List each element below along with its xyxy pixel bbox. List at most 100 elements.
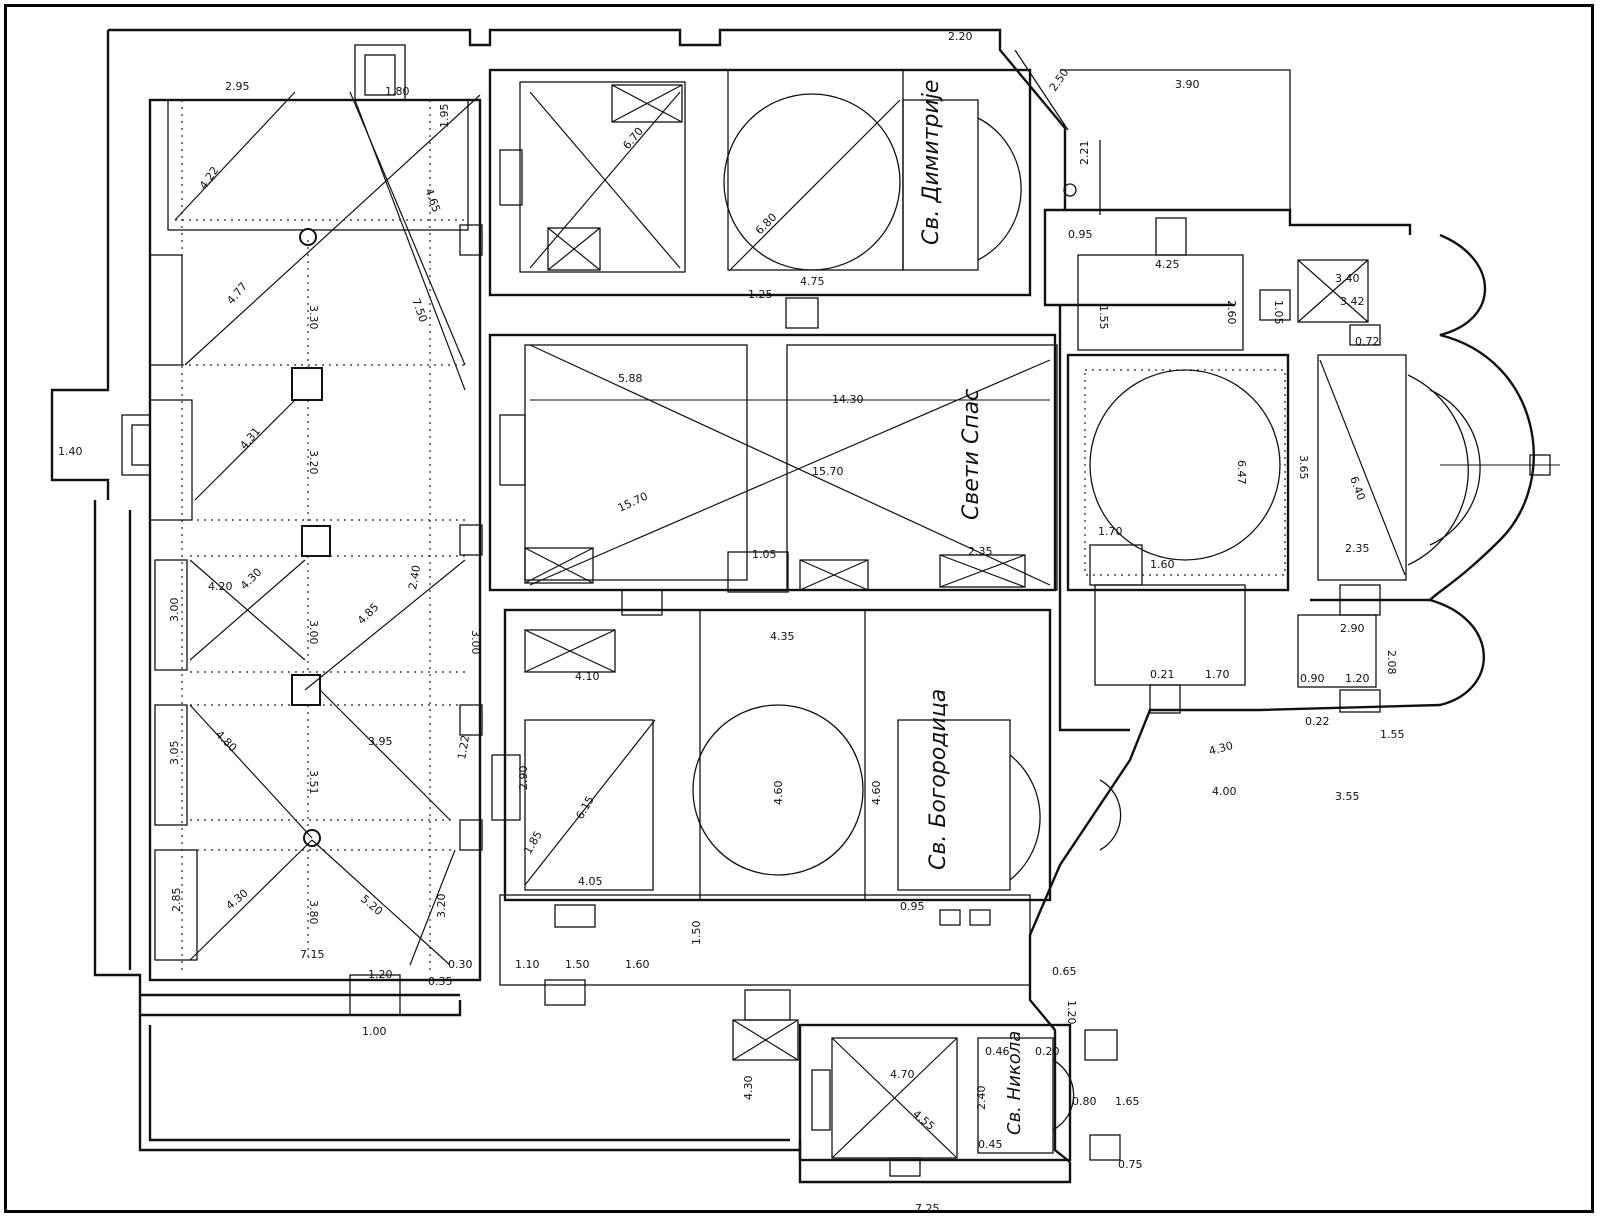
dimension-labels: 2.20 2.50 3.90 2.21 2.95 1.80 1.95 4.22 …: [58, 30, 1405, 1215]
chapel-label-dimitrije: Св. Димитрије: [919, 80, 944, 245]
dim-label: 0.80: [1072, 1095, 1097, 1108]
dim-label: 7.25: [915, 1202, 940, 1215]
dim-label: 3.90: [1175, 78, 1200, 91]
dim-label: 3.00: [469, 630, 482, 655]
dim-label: 1.20: [368, 968, 393, 981]
dim-label: 1.80: [385, 85, 410, 98]
dim-label: 15.70: [812, 465, 844, 478]
dim-label: 7.50: [409, 297, 430, 324]
dim-label: 3.05: [168, 741, 181, 766]
dim-label: 6.70: [620, 125, 646, 152]
dim-label: 3.00: [307, 620, 320, 645]
dim-label: 2.20: [948, 30, 973, 43]
dim-label: 2.95: [225, 80, 250, 93]
dim-label: 2.08: [1385, 650, 1398, 675]
chapel-label-bogorodica: Св. Богородица: [926, 689, 951, 870]
dim-label: 2.35: [1345, 542, 1370, 555]
dim-label: 0.95: [1068, 228, 1093, 241]
dim-label: 0.30: [448, 958, 473, 971]
dim-label: 0.90: [1300, 672, 1325, 685]
dim-label: 4.65: [422, 187, 443, 214]
dim-label: 1.22: [455, 734, 472, 760]
dim-label: 1.25: [748, 288, 773, 301]
dim-label: 1.10: [515, 958, 540, 971]
dim-label: 0.21: [1150, 668, 1175, 681]
dim-label: 6.40: [1347, 475, 1368, 502]
dim-label: 4.30: [742, 1076, 755, 1101]
dim-label: 1.50: [565, 958, 590, 971]
dim-label: 3.00: [168, 598, 181, 623]
dim-label: 1.55: [1380, 728, 1405, 741]
dim-label: 2.40: [975, 1086, 988, 1111]
dim-label: 0.95: [900, 900, 925, 913]
dim-label: 1.20: [1065, 1000, 1078, 1025]
dim-label: 3.20: [307, 450, 320, 475]
dim-label: 1.65: [1115, 1095, 1140, 1108]
dim-label: 4.31: [237, 425, 263, 452]
dim-label: 3.30: [307, 305, 320, 330]
dim-label: 2.60: [1225, 300, 1238, 325]
dim-label: 4.30: [224, 887, 251, 913]
outer-walls: [50, 28, 1535, 1184]
dim-label: 4.60: [772, 781, 785, 806]
dim-label: 2.90: [1340, 622, 1365, 635]
dim-label: 0.46: [985, 1045, 1010, 1058]
dim-label: 1.60: [1150, 558, 1175, 571]
dim-label: 2.85: [170, 888, 183, 913]
dim-label: 15.70: [616, 490, 650, 515]
drawing-frame: [4, 4, 1594, 1213]
dim-label: 4.55: [910, 1107, 937, 1133]
dim-label: 3.95: [368, 735, 393, 748]
dim-label: 1.40: [58, 445, 83, 458]
dim-label: 4.10: [575, 670, 600, 683]
dim-label: 0.22: [1305, 715, 1330, 728]
dim-label: 5.20: [358, 892, 385, 918]
dim-label: 1.00: [362, 1025, 387, 1038]
dim-label: 4.05: [578, 875, 603, 888]
dim-label: 3.80: [307, 900, 320, 925]
dim-label: 0.65: [1052, 965, 1077, 978]
dim-label: 7.15: [300, 948, 325, 961]
dim-label: 4.35: [770, 630, 795, 643]
dim-label: 1.60: [625, 958, 650, 971]
dim-label: 1.70: [1098, 525, 1123, 538]
dim-label: 2.21: [1078, 141, 1091, 166]
dim-label: 4.30: [238, 566, 265, 593]
dim-label: 3.40: [1335, 272, 1360, 285]
dim-label: 6.47: [1235, 460, 1248, 485]
dim-label: 14.30: [832, 393, 864, 406]
dim-label: 3.65: [1297, 455, 1310, 480]
dim-label: 5.88: [618, 372, 643, 385]
dim-label: 1.05: [752, 548, 777, 561]
dim-label: 3.55: [1335, 790, 1360, 803]
dim-label: 1.95: [438, 104, 451, 129]
dim-label: 4.60: [870, 781, 883, 806]
dim-label: 4.30: [1207, 739, 1234, 758]
dim-label: 4.77: [224, 280, 250, 307]
dim-label: 4.25: [1155, 258, 1180, 271]
dim-label: 0.75: [1118, 1158, 1143, 1171]
dim-label: 4.20: [208, 580, 233, 593]
dim-label: 2.35: [968, 545, 993, 558]
dim-label: 3.20: [435, 894, 448, 919]
dim-label: 3.51: [307, 770, 320, 795]
dim-label: 2.40: [406, 564, 423, 590]
dim-label: 4.80: [213, 728, 240, 755]
chapel-nikola: [732, 1019, 1121, 1177]
dim-label: 0.72: [1355, 335, 1380, 348]
dim-label: 1.70: [1205, 668, 1230, 681]
dim-label: 4.75: [800, 275, 825, 288]
spas-sanctuary: [1066, 217, 1560, 714]
dim-label: 3.42: [1340, 295, 1365, 308]
dim-label: 4.85: [355, 601, 382, 628]
dim-label: 4.22: [197, 164, 222, 192]
dim-label: 1.50: [690, 921, 703, 946]
chapel-dimitrije: [488, 68, 1077, 329]
narthex: [121, 44, 483, 1016]
dim-label: 4.70: [890, 1068, 915, 1081]
chapel-labels: Св. Димитрије Свети Спас Св. Богородица …: [919, 80, 1025, 1135]
dim-label: 1.20: [1345, 672, 1370, 685]
chapel-spas: [488, 333, 1058, 616]
dim-label: 0.35: [428, 975, 453, 988]
